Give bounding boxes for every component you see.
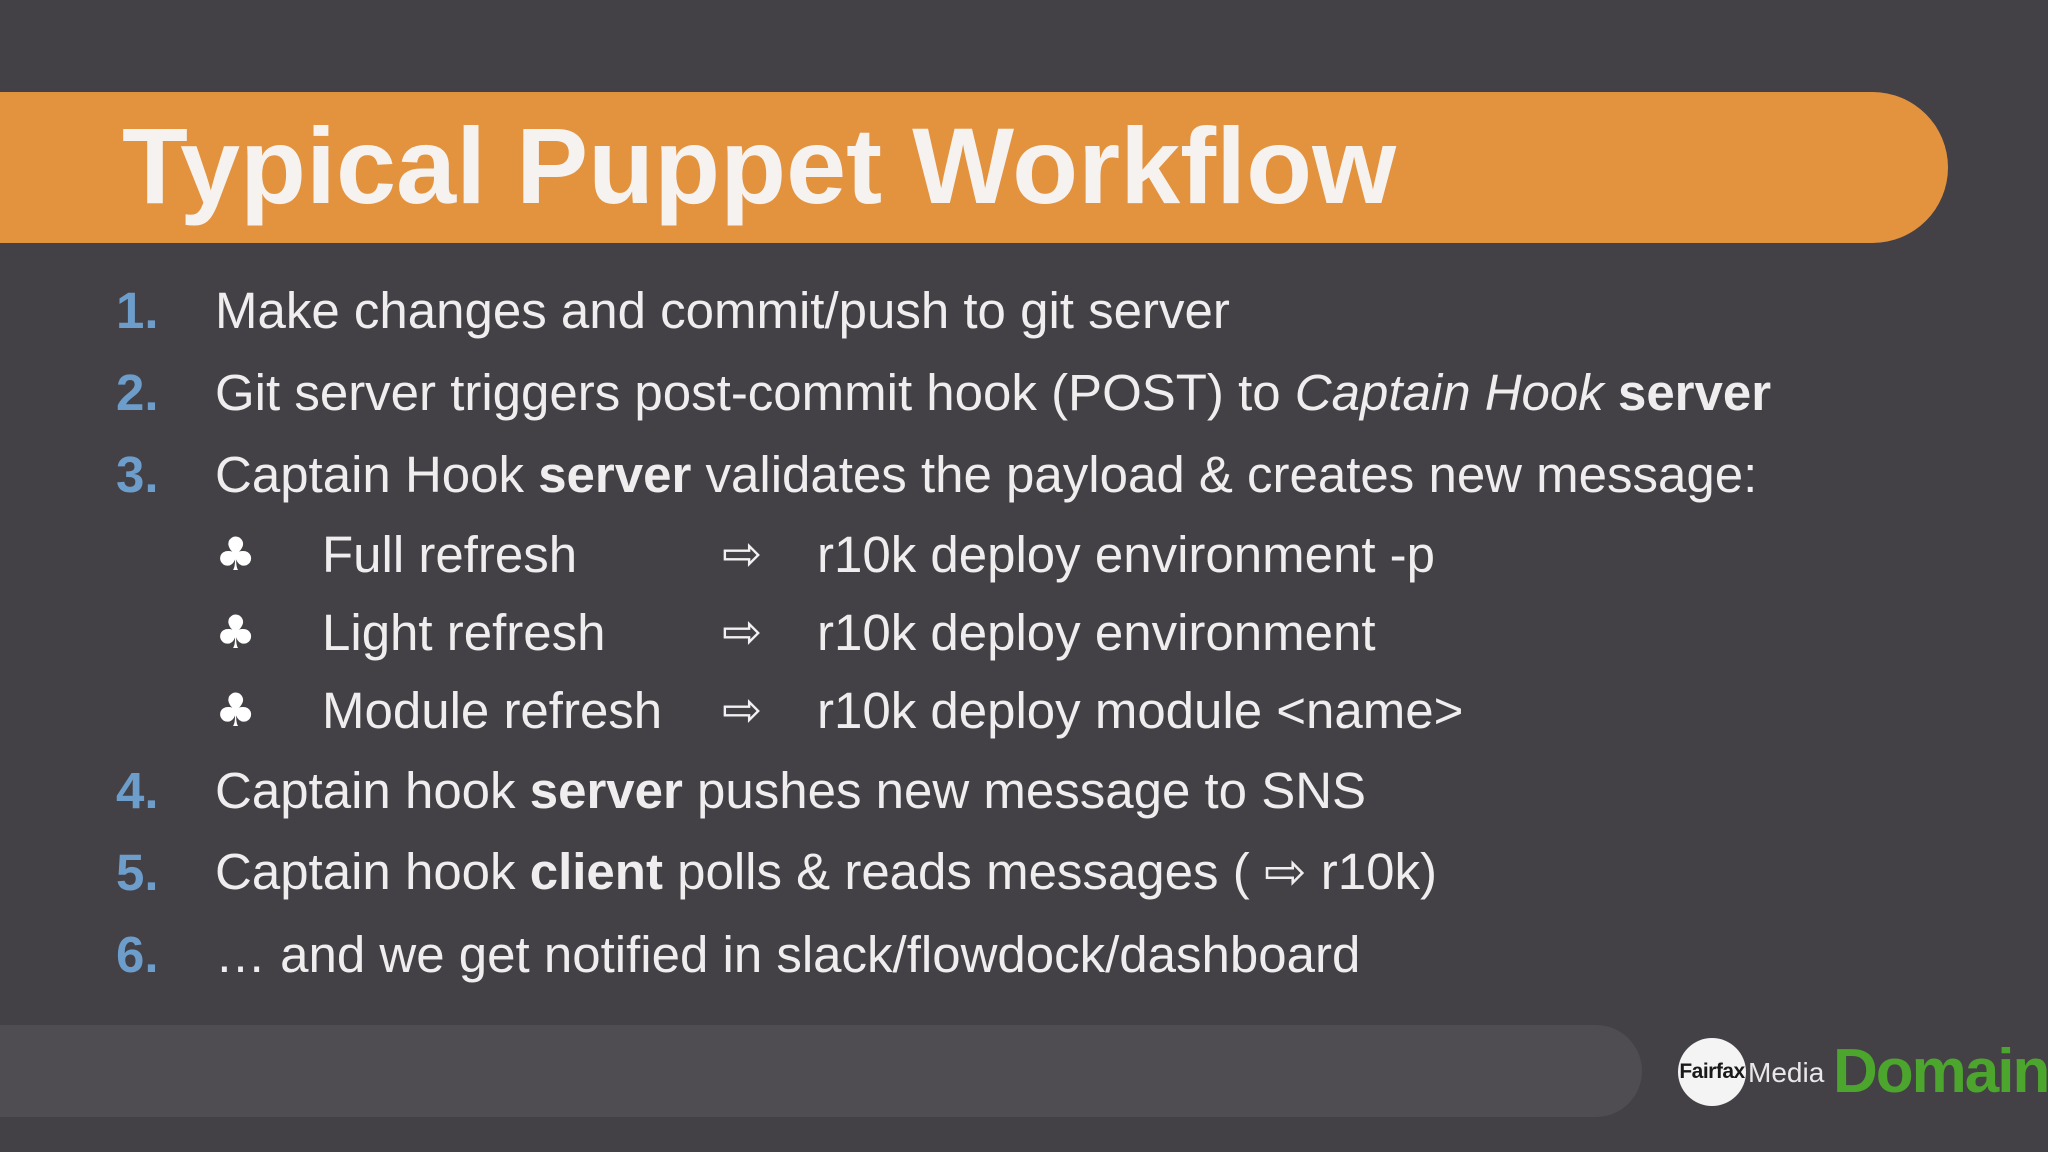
item-text: Captain Hook server validates the payloa… <box>215 445 1757 504</box>
text-segment-italic: Captain Hook <box>1294 363 1604 421</box>
text-segment-bold: server <box>1617 363 1772 421</box>
text-segment: r10k) <box>1306 843 1437 900</box>
arrow-icon: ⇨ <box>1263 843 1307 902</box>
text-segment: Git server triggers post-commit hook (PO… <box>215 363 1295 421</box>
text-segment: Make changes and commit/push to git serv… <box>215 281 1230 339</box>
fairfax-label: Fairfax <box>1679 1060 1745 1083</box>
club-bullet-icon: ♣ <box>215 683 257 737</box>
item-text: Make changes and commit/push to git serv… <box>215 281 1230 340</box>
sub-bullet-row: ♣ Full refresh ⇨ r10k deploy environment… <box>116 515 1976 593</box>
text-segment: validates the payload & creates new mess… <box>691 445 1758 503</box>
item-number: 1. <box>116 281 159 339</box>
item-text: Git server triggers post-commit hook (PO… <box>215 363 1771 422</box>
arrow-icon: ⇨ <box>722 682 763 738</box>
text-segment: pushes new message to SNS <box>682 761 1367 819</box>
domain-logo: Domain <box>1833 1037 2048 1106</box>
text-segment: … and we get notified in slack/flowdock/… <box>215 925 1361 983</box>
text-segment: Captain hook <box>215 761 530 819</box>
text-segment: Captain Hook <box>215 445 539 503</box>
footer-bar <box>0 1025 1642 1117</box>
item-number: 3. <box>116 445 159 503</box>
slide-title: Typical Puppet Workflow <box>122 105 1397 226</box>
list-item: 4. Captain hook server pushes new messag… <box>116 749 1976 831</box>
media-label: Media <box>1748 1057 1825 1088</box>
text-segment: polls & reads messages ( <box>662 843 1264 900</box>
command-text: r10k deploy environment <box>817 603 1376 661</box>
arrow-icon: ⇨ <box>722 526 763 582</box>
command-text: r10k deploy module <name> <box>817 681 1464 739</box>
workflow-list: 1. Make changes and commit/push to git s… <box>116 269 1976 995</box>
item-text: Captain hook server pushes new message t… <box>215 761 1366 820</box>
club-bullet-icon: ♣ <box>215 527 257 581</box>
text-segment <box>1604 364 1618 421</box>
club-bullet-icon: ♣ <box>215 605 257 659</box>
list-item: 6. … and we get notified in slack/flowdo… <box>116 913 1976 995</box>
fairfax-circle: Fairfax <box>1678 1038 1746 1106</box>
sub-bullet-row: ♣ Light refresh ⇨ r10k deploy environmen… <box>116 593 1976 671</box>
refresh-type-label: Module refresh <box>322 681 663 739</box>
text-segment-bold: server <box>538 445 692 503</box>
arrow-icon: ⇨ <box>722 604 763 660</box>
text-segment-bold: server <box>529 761 683 819</box>
refresh-type-label: Light refresh <box>322 603 606 661</box>
list-item: 3. Captain Hook server validates the pay… <box>116 433 1976 515</box>
title-banner: Typical Puppet Workflow <box>0 92 1948 243</box>
list-item: 5. Captain hook client polls & reads mes… <box>116 831 1976 913</box>
item-text: … and we get notified in slack/flowdock/… <box>215 925 1360 984</box>
text-segment-bold: client <box>529 843 663 900</box>
refresh-type-label: Full refresh <box>322 525 578 583</box>
list-item: 2. Git server triggers post-commit hook … <box>116 351 1976 433</box>
command-text: r10k deploy environment -p <box>817 525 1436 583</box>
item-text: Captain hook client polls & reads messag… <box>215 842 1437 902</box>
sub-bullet-row: ♣ Module refresh ⇨ r10k deploy module <n… <box>116 671 1976 749</box>
list-item: 1. Make changes and commit/push to git s… <box>116 269 1976 351</box>
item-number: 6. <box>116 925 159 983</box>
item-number: 4. <box>116 761 159 819</box>
item-number: 5. <box>116 843 159 901</box>
item-number: 2. <box>116 363 159 421</box>
text-segment: Captain hook <box>215 843 530 900</box>
